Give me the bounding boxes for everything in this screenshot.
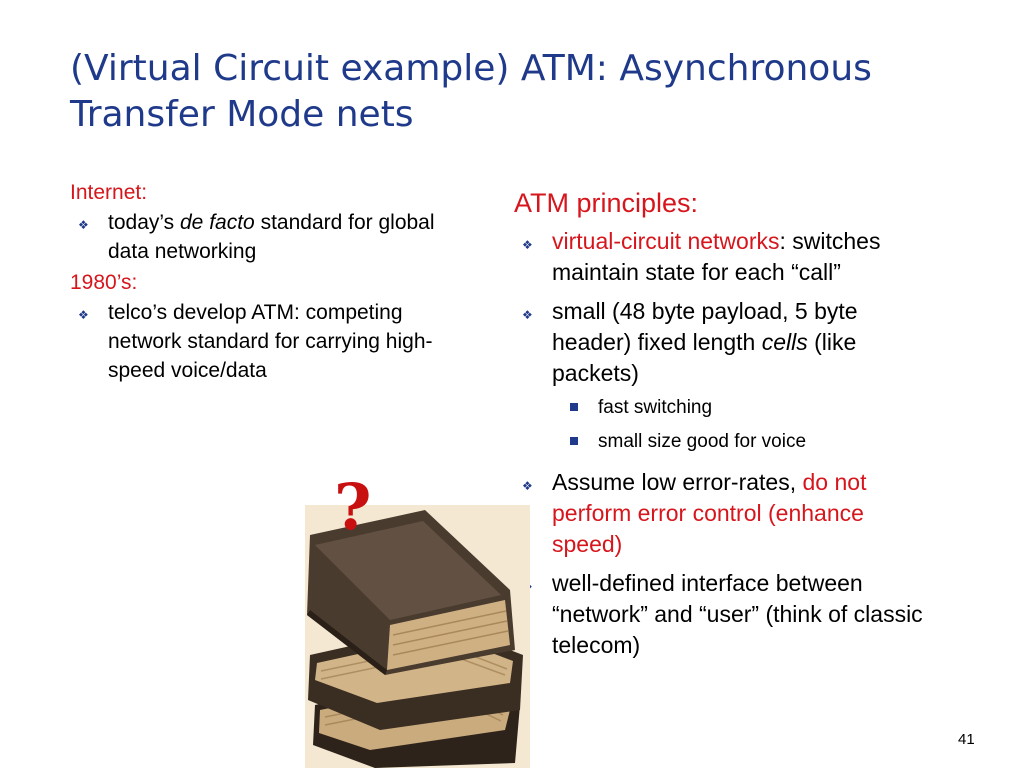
bullet-virtual-circuit: ❖ virtual-circuit networks: switches mai… (514, 226, 934, 288)
bullet-telco-atm: ❖ telco’s develop ATM: competing network… (70, 298, 470, 385)
diamond-bullet-icon: ❖ (522, 238, 533, 252)
diamond-bullet-icon: ❖ (78, 308, 89, 322)
atm-principles-list: ❖ virtual-circuit networks: switches mai… (514, 226, 934, 661)
no-error-control-text: do not perform error control (enhance sp… (552, 469, 867, 557)
sub-bullet-small-size: small size good for voice (558, 425, 934, 459)
left-column: Internet: ❖ today’s de facto standard fo… (70, 180, 470, 389)
cells-term: cells (761, 329, 808, 355)
bullet-text: standard for global data networking (108, 211, 435, 263)
bullet-text: : switches maintain state for each “call… (552, 228, 881, 285)
atm-principles-heading: ATM principles: (514, 188, 699, 218)
de-facto-text: de facto (180, 211, 255, 234)
bullet-small-cells: ❖ small (48 byte payload, 5 byte header)… (514, 296, 934, 459)
bullet-interface: ❖ well-defined interface between “networ… (514, 568, 934, 661)
top-book-pages (387, 600, 510, 670)
bullet-text: Assume low error-rates, (552, 469, 803, 495)
square-bullet-icon (570, 437, 578, 445)
square-bullet-icon (570, 403, 578, 411)
1980s-heading: 1980’s: (70, 271, 138, 294)
bullet-text: today’s (108, 211, 180, 234)
internet-list: ❖ today’s de facto standard for global d… (70, 208, 470, 266)
virtual-circuit-term: virtual-circuit networks (552, 228, 780, 254)
bullet-text: telco’s develop ATM: competing network s… (108, 301, 433, 382)
bullet-text: well-defined interface between “network”… (552, 570, 923, 658)
page-number: 41 (958, 731, 975, 748)
bullet-internet-standard: ❖ today’s de facto standard for global d… (70, 208, 470, 266)
sub-list: fast switching small size good for voice (558, 391, 934, 459)
sub-bullet-text: small size good for voice (598, 431, 807, 452)
bullet-text: small (48 byte payload, 5 byte header) f… (552, 298, 858, 355)
slide-title: (Virtual Circuit example) ATM: Asynchron… (70, 48, 872, 135)
diamond-bullet-icon: ❖ (78, 218, 89, 232)
bullet-text: (like packets) (552, 329, 857, 386)
diamond-bullet-icon: ❖ (522, 479, 533, 493)
internet-heading: Internet: (70, 181, 148, 204)
question-mark: ? (334, 470, 372, 545)
right-column: ATM principles: ❖ virtual-circuit networ… (514, 186, 934, 669)
sub-bullet-fast-switching: fast switching (558, 391, 934, 425)
bullet-error-rates: ❖ Assume low error-rates, do not perform… (514, 467, 934, 560)
1980s-list: ❖ telco’s develop ATM: competing network… (70, 298, 470, 385)
diamond-bullet-icon: ❖ (522, 308, 533, 322)
sub-bullet-text: fast switching (598, 397, 713, 418)
old-books-image (305, 505, 530, 768)
